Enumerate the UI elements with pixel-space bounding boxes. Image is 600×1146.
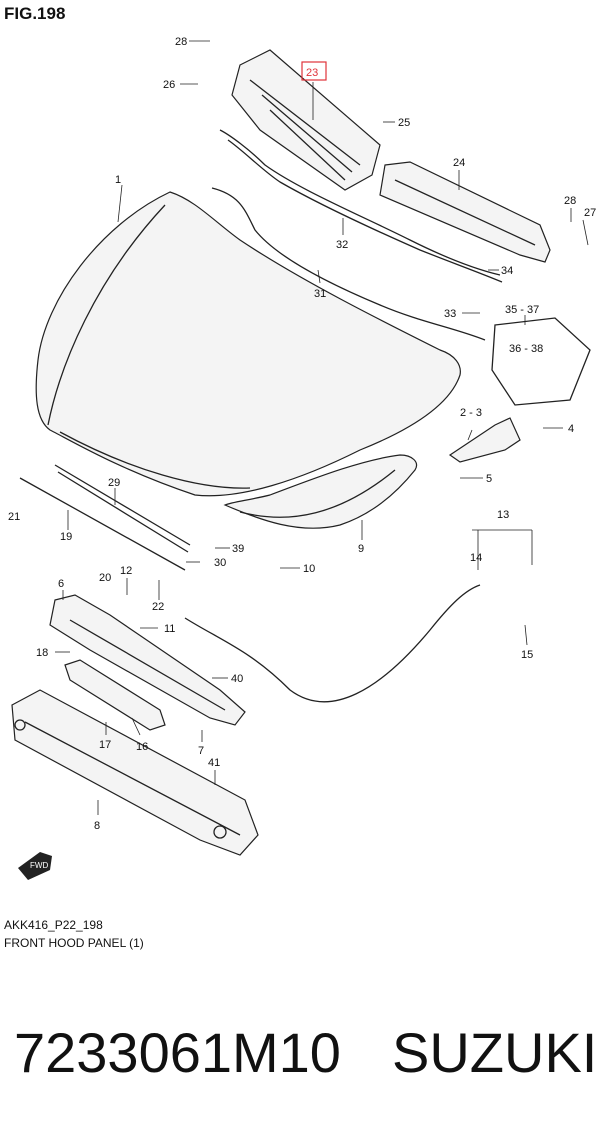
callout-7: 7: [198, 745, 204, 757]
callout-39: 39: [232, 543, 244, 555]
callout-25: 25: [398, 117, 410, 129]
callout-28-right: 28: [564, 195, 576, 207]
callout-12: 12: [120, 565, 132, 577]
callout-9: 9: [358, 543, 364, 555]
callout-26: 26: [163, 79, 175, 91]
cowl-side-panel: [379, 161, 551, 263]
callout-17: 17: [99, 739, 111, 751]
callout-30: 30: [214, 557, 226, 569]
callout-33: 33: [444, 308, 456, 320]
callout-29: 29: [108, 477, 120, 489]
callout-18: 18: [36, 647, 48, 659]
callout-34: 34: [501, 265, 513, 277]
callout-labels: 1 23 24 25 26 27 28 28 31 32 33 34 35 - …: [8, 36, 596, 832]
front-weatherstrip: [54, 464, 191, 546]
callout-32: 32: [336, 239, 348, 251]
cowl-top-panel: [231, 49, 381, 191]
callout-40: 40: [231, 673, 243, 685]
hood-lock-support: [49, 594, 246, 726]
product-footer: 7233061M10 SUZUKI: [0, 1020, 600, 1100]
callout-16: 16: [136, 741, 148, 753]
brand-name: SUZUKI: [392, 1021, 598, 1084]
highlight-box-23: [301, 61, 327, 81]
callout-1: 1: [115, 174, 121, 186]
callout-21: 21: [8, 511, 20, 523]
callout-8: 8: [94, 820, 100, 832]
hood-parts-diagram: FWD: [8, 36, 596, 880]
callout-36-38: 36 - 38: [509, 343, 543, 355]
callout-41: 41: [208, 757, 220, 769]
hood-panel: [35, 191, 461, 497]
figure-caption: FRONT HOOD PANEL (1): [4, 936, 144, 950]
callout-14: 14: [470, 552, 482, 564]
callout-10: 10: [303, 563, 315, 575]
callout-6: 6: [58, 578, 64, 590]
fwd-arrow-icon: FWD: [18, 852, 52, 880]
leader-lines: [55, 40, 589, 815]
hood-hinge: [448, 417, 521, 463]
hood-insulator: [223, 454, 418, 529]
figure-code: AKK416_P22_198: [4, 918, 103, 932]
figure-title: FIG.198: [4, 4, 66, 23]
callout-27: 27: [584, 207, 596, 219]
callout-2-3: 2 - 3: [460, 407, 482, 419]
detail-box: [491, 317, 591, 406]
callout-5: 5: [486, 473, 492, 485]
hood-support-rod: [19, 477, 186, 571]
callout-11: 11: [164, 623, 175, 635]
callout-23: 23: [306, 67, 318, 79]
callout-28-top: 28: [175, 36, 187, 48]
callout-13: 13: [497, 509, 509, 521]
callout-19: 19: [60, 531, 72, 543]
lock-bracket: [64, 659, 166, 731]
bumper-reinforcement: [11, 689, 259, 856]
cowl-seal-strip: [219, 129, 501, 276]
callout-35-37: 35 - 37: [505, 304, 539, 316]
callout-31: 31: [314, 288, 326, 300]
part-number: 7233061M10: [14, 1021, 341, 1084]
hood-seal: [211, 187, 486, 341]
callout-24: 24: [453, 157, 465, 169]
hood-release-cable: [184, 584, 481, 703]
callout-22: 22: [152, 601, 164, 613]
callout-4: 4: [568, 423, 574, 435]
callout-20: 20: [99, 572, 111, 584]
callout-15: 15: [521, 649, 533, 661]
fwd-label: FWD: [30, 861, 48, 870]
